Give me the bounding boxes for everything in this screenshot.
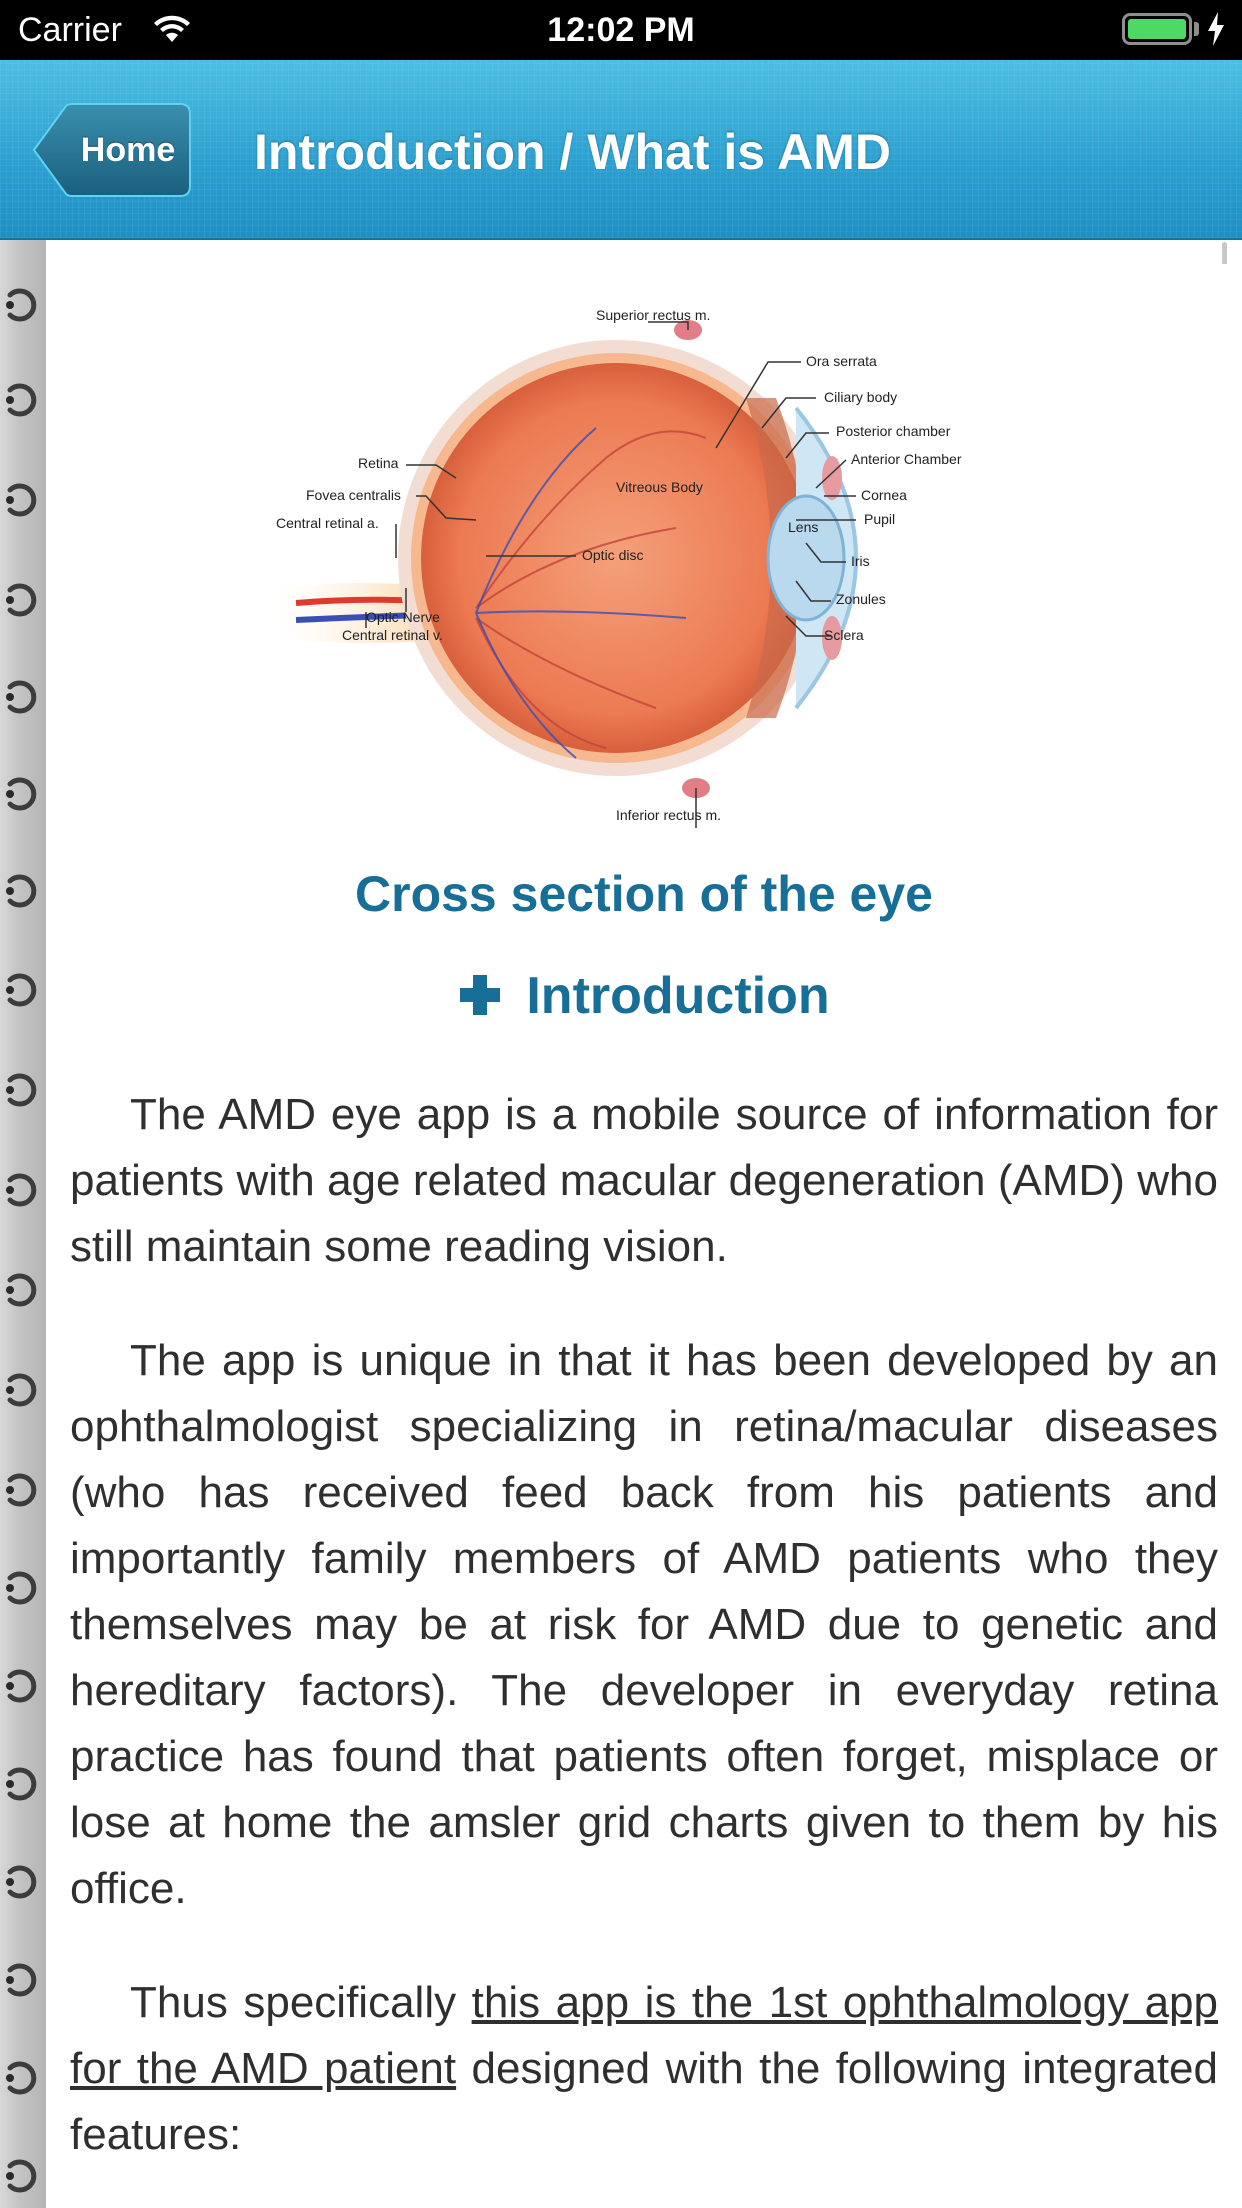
label-retina: Retina [358,455,399,471]
label-iris: Iris [851,553,870,569]
page-title: Introduction / What is AMD [254,124,891,180]
label-cornea: Cornea [861,487,907,503]
charging-bolt-icon [1208,12,1224,46]
home-button-label: Home [80,131,176,169]
label-central-retinal-vein: Central retinal v. [342,627,443,643]
clock: 12:02 PM [547,11,695,49]
intro-paragraph-1: The AMD eye app is a mobile source of in… [70,1090,1218,1271]
back-arrow-shape [32,103,191,197]
binding-rings [6,288,37,2193]
label-sclera: Sclera [824,627,864,643]
scroll-indicator[interactable] [1222,242,1227,268]
content-page: Superior rectus m. Ora serrata Ciliary b… [46,264,1242,2208]
label-superior-rectus: Superior rectus m. [596,307,710,323]
label-ora-serrata: Ora serrata [806,353,877,369]
carrier-label: Carrier [18,11,122,49]
home-back-button[interactable]: Home [32,102,192,198]
label-optic-disc: Optic disc [582,547,643,563]
section-title: Introduction [526,967,830,1025]
intro-paragraph-2: The app is unique in that it has been de… [70,1336,1218,1913]
intro-paragraph-3: Thus specifically this app is the 1st op… [70,1970,1218,2168]
battery-icon [1122,13,1192,45]
eye-cross-section-diagram: Superior rectus m. Ora serrata Ciliary b… [276,307,962,828]
spiral-binding [0,240,46,2208]
label-pupil: Pupil [864,511,895,527]
plus-icon [460,975,501,1015]
paragraph-3-tail: designed with the following integrated f… [70,2044,1218,2159]
first-amd-app-link[interactable]: this app is the 1st ophthalmology app fo… [70,1978,1218,2093]
navigation-bar: Home Introduction / What is AMD [0,60,1242,240]
status-bar: Carrier 12:02 PM [0,0,1242,60]
label-ciliary-body: Ciliary body [824,389,897,405]
label-posterior-chamber: Posterior chamber [836,423,951,439]
label-optic-nerve: Optic Nerve [366,609,440,625]
label-central-retinal-artery: Central retinal a. [276,515,379,531]
label-fovea-centralis: Fovea centralis [306,487,401,503]
introduction-section-toggle[interactable]: Introduction [46,964,1242,1028]
label-inferior-rectus: Inferior rectus m. [616,807,721,823]
battery-nub [1194,22,1199,36]
paragraph-3-lead: Thus specifically [130,1978,472,2027]
wifi-icon [154,15,190,42]
label-lens: Lens [788,519,818,535]
label-vitreous-body: Vitreous Body [616,479,703,495]
figure-caption: Cross section of the eye [355,866,933,922]
label-zonules: Zonules [836,591,886,607]
label-anterior-chamber: Anterior Chamber [851,451,962,467]
